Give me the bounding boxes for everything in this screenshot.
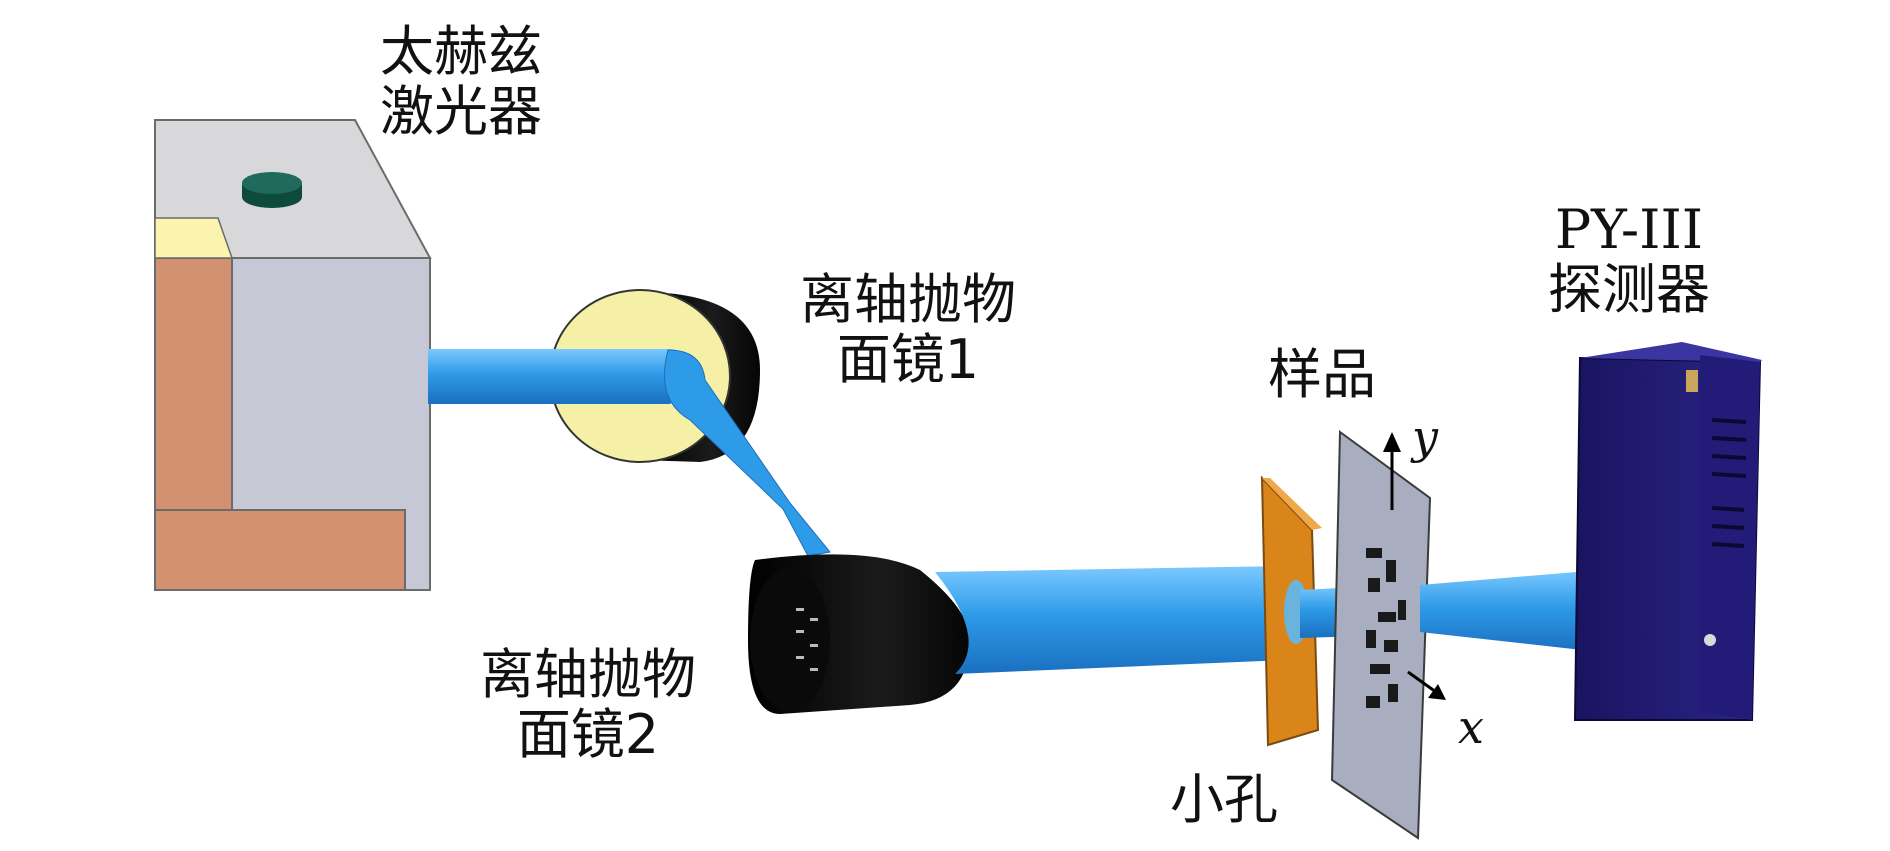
label-mirror-1-line-1: 离轴抛物 [800, 268, 1016, 331]
sample-plate [1330, 430, 1432, 840]
label-detector-line-1: PY-III [1554, 198, 1704, 261]
beam-segment-detector [1420, 570, 1600, 652]
label-sample: 样品 [1268, 343, 1376, 406]
label-mirror-2: 离轴抛物 面镜2 [480, 643, 696, 767]
x-axis-arrow [1407, 670, 1437, 694]
beam-segment-laser [428, 349, 700, 404]
label-pinhole: 小孔 [1170, 768, 1278, 831]
laser-window [154, 217, 234, 259]
label-mirror-1: 离轴抛物 面镜1 [800, 268, 1016, 392]
label-mirror-2-line-1: 离轴抛物 [480, 643, 696, 706]
label-terahertz-laser: 太赫兹 激光器 [380, 20, 542, 144]
label-mirror-1-line-2: 面镜1 [836, 328, 980, 392]
py-iii-detector [1573, 342, 1762, 721]
terahertz-laser [154, 119, 432, 591]
axis-label-y: y [1412, 410, 1438, 464]
laser-base-copper [154, 509, 406, 591]
label-pinhole-text: 小孔 [1170, 768, 1278, 831]
label-laser-line-1: 太赫兹 [380, 20, 542, 83]
label-detector-line-2: 探测器 [1548, 258, 1710, 322]
label-mirror-2-line-2: 面镜2 [516, 703, 660, 767]
laser-front-copper [154, 257, 233, 511]
axis-label-x: x [1458, 700, 1484, 754]
beam-segment-collimated [935, 566, 1285, 674]
label-detector: PY-III 探测器 [1548, 198, 1710, 322]
off-axis-mirror-2 [748, 554, 970, 714]
beam-segment-focus [664, 349, 831, 557]
label-laser-line-2: 激光器 [380, 80, 542, 144]
label-sample-text: 样品 [1268, 343, 1376, 406]
